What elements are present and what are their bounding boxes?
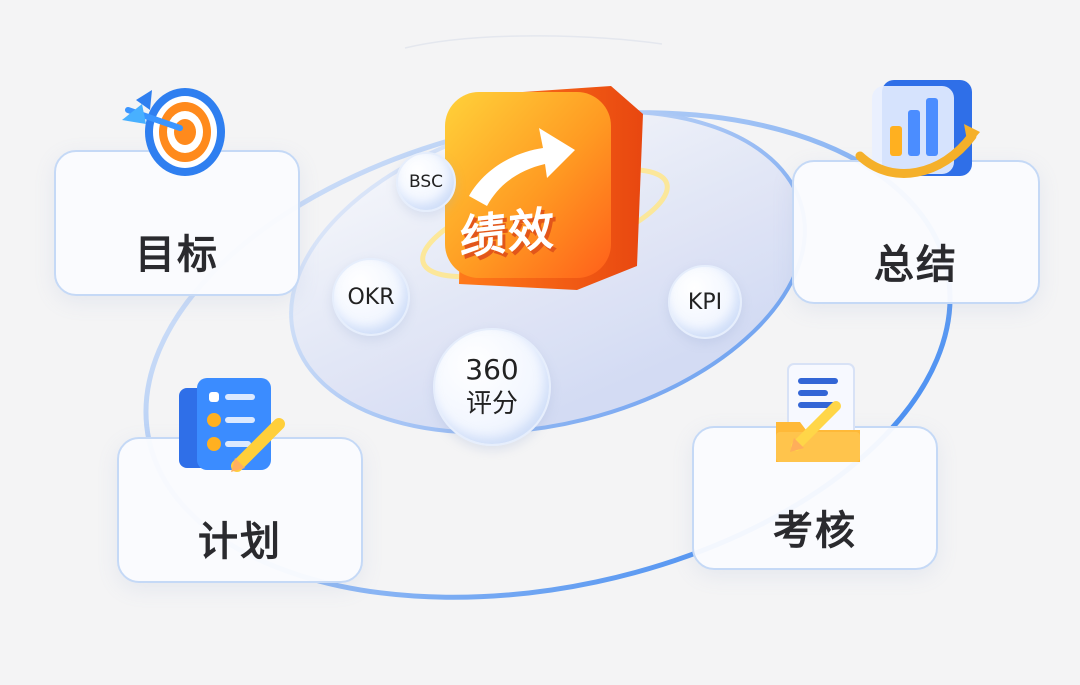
kpi-label: KPI (687, 289, 723, 315)
okr-label: OKR (347, 284, 395, 310)
bsc-label: BSC (408, 172, 444, 192)
rating-text: 评分 (465, 389, 518, 419)
target-icon (122, 88, 225, 176)
kpi-bubble[interactable]: KPI (668, 265, 742, 339)
goal-label: 目标 (135, 232, 219, 278)
chart-icon (855, 80, 980, 178)
rating-number: 360 (465, 353, 519, 386)
summary-card[interactable]: 总结 (792, 160, 1040, 304)
rating-bubble[interactable]: 360 评分 (433, 328, 551, 446)
bsc-bubble[interactable]: BSC (396, 152, 456, 212)
plan-label: 计划 (198, 519, 282, 565)
up-arrow-icon (469, 128, 575, 206)
center-badge (420, 86, 670, 290)
checklist-icon (179, 378, 285, 472)
okr-bubble[interactable]: OKR (332, 258, 410, 336)
center-badge-text: 绩效 (460, 200, 556, 265)
review-label: 考核 (773, 508, 857, 554)
top-arc (404, 35, 663, 49)
summary-label: 总结 (874, 242, 958, 288)
folder-edit-icon (776, 363, 860, 462)
